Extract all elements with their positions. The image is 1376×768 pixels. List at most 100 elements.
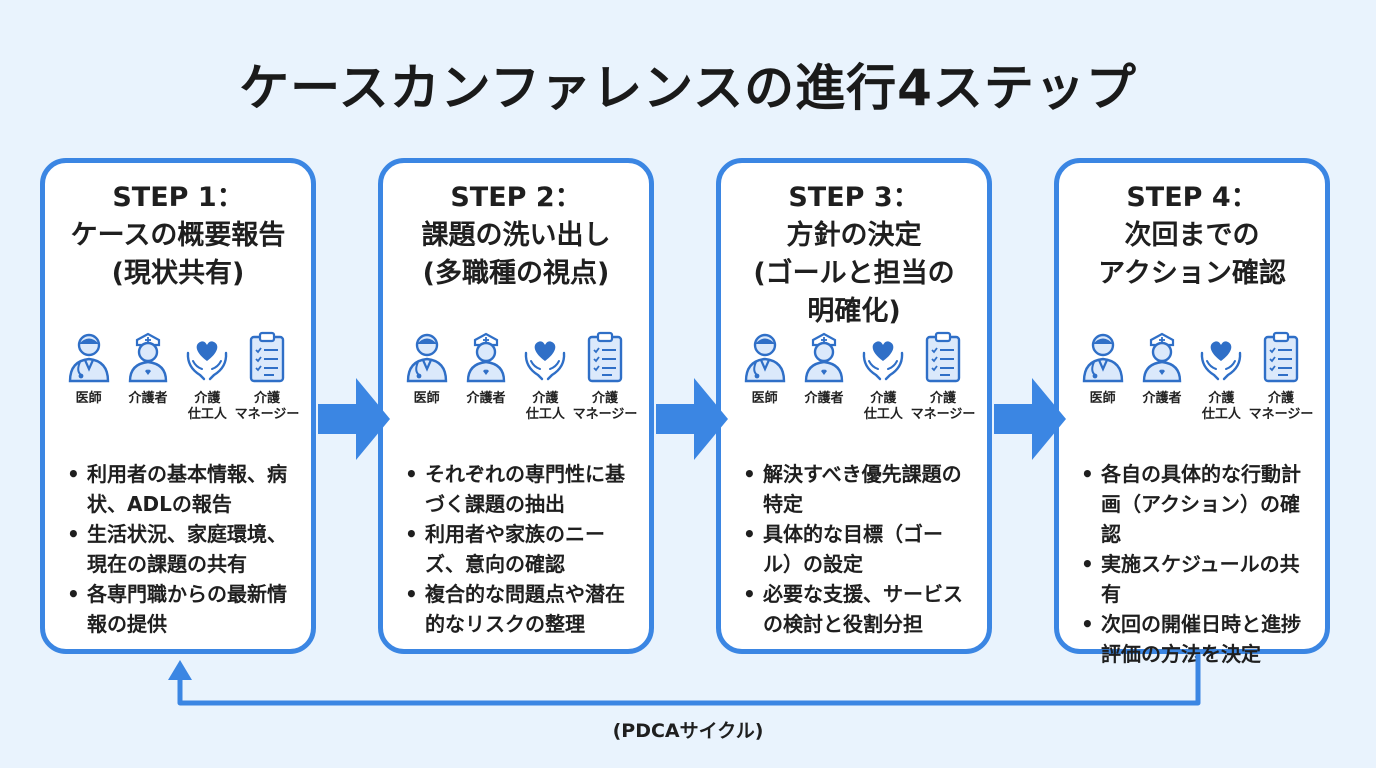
- list-item-line: 利用者の基本情報、病: [87, 462, 287, 486]
- list-item-line: 各専門職からの最新情: [87, 582, 287, 606]
- role-label-line: マネージー: [1248, 407, 1314, 422]
- role-label-line: 介護者: [466, 391, 506, 406]
- care-heart-icon: [860, 331, 906, 387]
- role-label-line: 医師: [75, 391, 102, 406]
- role-label: 介護者: [1142, 391, 1181, 407]
- role-label-line: 介護: [253, 391, 280, 406]
- role: 介護者: [794, 331, 853, 423]
- role-label: 介護仕工人: [526, 391, 565, 423]
- care-heart-icon: [1198, 331, 1244, 387]
- role-label-line: マネージー: [910, 407, 976, 422]
- role-label: 介護マネージー: [1249, 391, 1314, 423]
- step-heading-line: (多職種の視点): [422, 258, 610, 289]
- role-icons: 医師 介護者 介護仕工人介護マネージー: [735, 331, 976, 423]
- step-bullet-list: 利用者の基本情報、病状、ADLの報告生活状況、家庭環境、現在の課題の共有各専門職…: [65, 459, 301, 639]
- list-item-line: の検討と役割分担: [763, 612, 923, 636]
- role-label: 介護マネージー: [911, 391, 976, 423]
- list-item-line: 具体的な目標（ゴー: [763, 522, 943, 546]
- list-item-line: 評価の方法を決定: [1101, 642, 1261, 666]
- role-label: 医師: [76, 391, 102, 407]
- role-icons: 医師 介護者介護仕工人 介護マネージー: [59, 331, 300, 423]
- role: 医師: [1073, 331, 1132, 423]
- step-2-card: STEP 2：課題の洗い出し(多職種の視点)医師介護者介護仕工人介護マネージーそ…: [378, 158, 654, 654]
- step-3-card: STEP 3：方針の決定(ゴールと担当の明確化) 医師 介護者 介護仕工人介護マネージ…: [716, 158, 992, 654]
- list-item-line: 次回の開催日時と進捗: [1101, 612, 1301, 636]
- list-item: 生活状況、家庭環境、現在の課題の共有: [65, 519, 301, 579]
- role: 介護仕工人: [178, 331, 237, 423]
- role-label-line: 介護者: [1142, 391, 1182, 406]
- role-label-line: 医師: [1089, 391, 1116, 406]
- step-bullet-list: 解決すべき優先課題の特定具体的な目標（ゴール）の設定必要な支援、サービスの検討と…: [741, 459, 977, 639]
- role-label: 医師: [1090, 391, 1116, 407]
- clipboard-icon: [582, 331, 628, 387]
- list-item-line: 複合的な問題点や潜在: [425, 582, 625, 606]
- step-heading-line: STEP 1：: [112, 182, 244, 213]
- role-label-line: 介護: [1267, 391, 1294, 406]
- role-label-line: 医師: [751, 391, 778, 406]
- step-4-card: STEP 4：次回までのアクション確認医師介護者介護仕工人介護マネージー各自の具…: [1054, 158, 1330, 666]
- list-item-line: 生活状況、家庭環境、: [87, 522, 287, 546]
- step-heading: STEP 4：次回までのアクション確認: [1059, 179, 1325, 293]
- role-label-line: 仕工人: [187, 407, 227, 422]
- role-label-line: 仕工人: [863, 407, 903, 422]
- role-label-line: 介護: [929, 391, 956, 406]
- role: 介護者: [118, 331, 177, 423]
- cycle-label: (PDCAサイクル): [612, 720, 764, 742]
- role: 医師: [397, 331, 456, 423]
- step-heading-line: (現状共有): [111, 258, 245, 289]
- role-label: 医師: [752, 391, 778, 407]
- role-label-line: マネージー: [572, 407, 638, 422]
- role-label: 介護者: [804, 391, 843, 407]
- role: 介護者: [1132, 331, 1191, 423]
- step-bullet-list: 各自の具体的な行動計画（アクション）の確認実施スケジュールの共有次回の開催日時と…: [1079, 459, 1315, 669]
- step-heading: STEP 3：方針の決定(ゴールと担当の明確化): [721, 179, 987, 331]
- clipboard-icon: [244, 331, 290, 387]
- list-item-line: 現在の課題の共有: [87, 552, 247, 576]
- list-item-line: 特定: [763, 492, 803, 516]
- role: 介護仕工人: [516, 331, 575, 423]
- role-label-line: 介護: [591, 391, 618, 406]
- list-item-line: 解決すべき優先課題の: [763, 462, 962, 486]
- role-label: 介護仕工人: [1202, 391, 1241, 423]
- flow-arrow-icon: [994, 378, 1066, 460]
- list-item-line: 各自の具体的な行動計: [1101, 462, 1301, 486]
- step-heading-line: 明確化): [807, 296, 901, 327]
- role-label: 介護仕工人: [188, 391, 227, 423]
- nurse-icon: [125, 331, 171, 387]
- list-item-line: ル）の設定: [763, 552, 863, 576]
- care-heart-icon: [184, 331, 230, 387]
- step-heading: STEP 1：ケースの概要報告(現状共有): [45, 179, 311, 293]
- list-item-line: 必要な支援、サービス: [763, 582, 963, 606]
- role-label: 医師: [414, 391, 440, 407]
- role-label-line: 介護: [1208, 391, 1235, 406]
- flow-arrow-icon: [318, 378, 390, 460]
- list-item-line: 実施スケジュールの共: [1101, 552, 1300, 576]
- list-item-line: 状、ADLの報告: [87, 492, 232, 516]
- role-label-line: 仕工人: [1201, 407, 1241, 422]
- role: 介護マネージー: [911, 331, 976, 423]
- nurse-icon: [1139, 331, 1185, 387]
- flow-arrow-icon: [656, 378, 728, 460]
- role: 医師: [735, 331, 794, 423]
- role-label-line: マネージー: [234, 407, 300, 422]
- doctor-icon: [1080, 331, 1126, 387]
- list-item-line: 画（アクション）の確認: [1101, 492, 1300, 546]
- list-item-line: 利用者や家族のニー: [425, 522, 605, 546]
- step-heading-line: アクション確認: [1098, 258, 1286, 289]
- role-label-line: 介護者: [804, 391, 844, 406]
- clipboard-icon: [920, 331, 966, 387]
- role: 介護仕工人: [1192, 331, 1251, 423]
- doctor-icon: [66, 331, 112, 387]
- role: 介護マネージー: [1249, 331, 1314, 423]
- role: 介護マネージー: [572, 331, 638, 423]
- role-icons: 医師介護者介護仕工人介護マネージー: [397, 331, 638, 423]
- step-heading-line: 方針の決定: [786, 220, 922, 251]
- step-heading-line: 次回までの: [1124, 220, 1260, 251]
- list-item-line: 的なリスクの整理: [425, 612, 585, 636]
